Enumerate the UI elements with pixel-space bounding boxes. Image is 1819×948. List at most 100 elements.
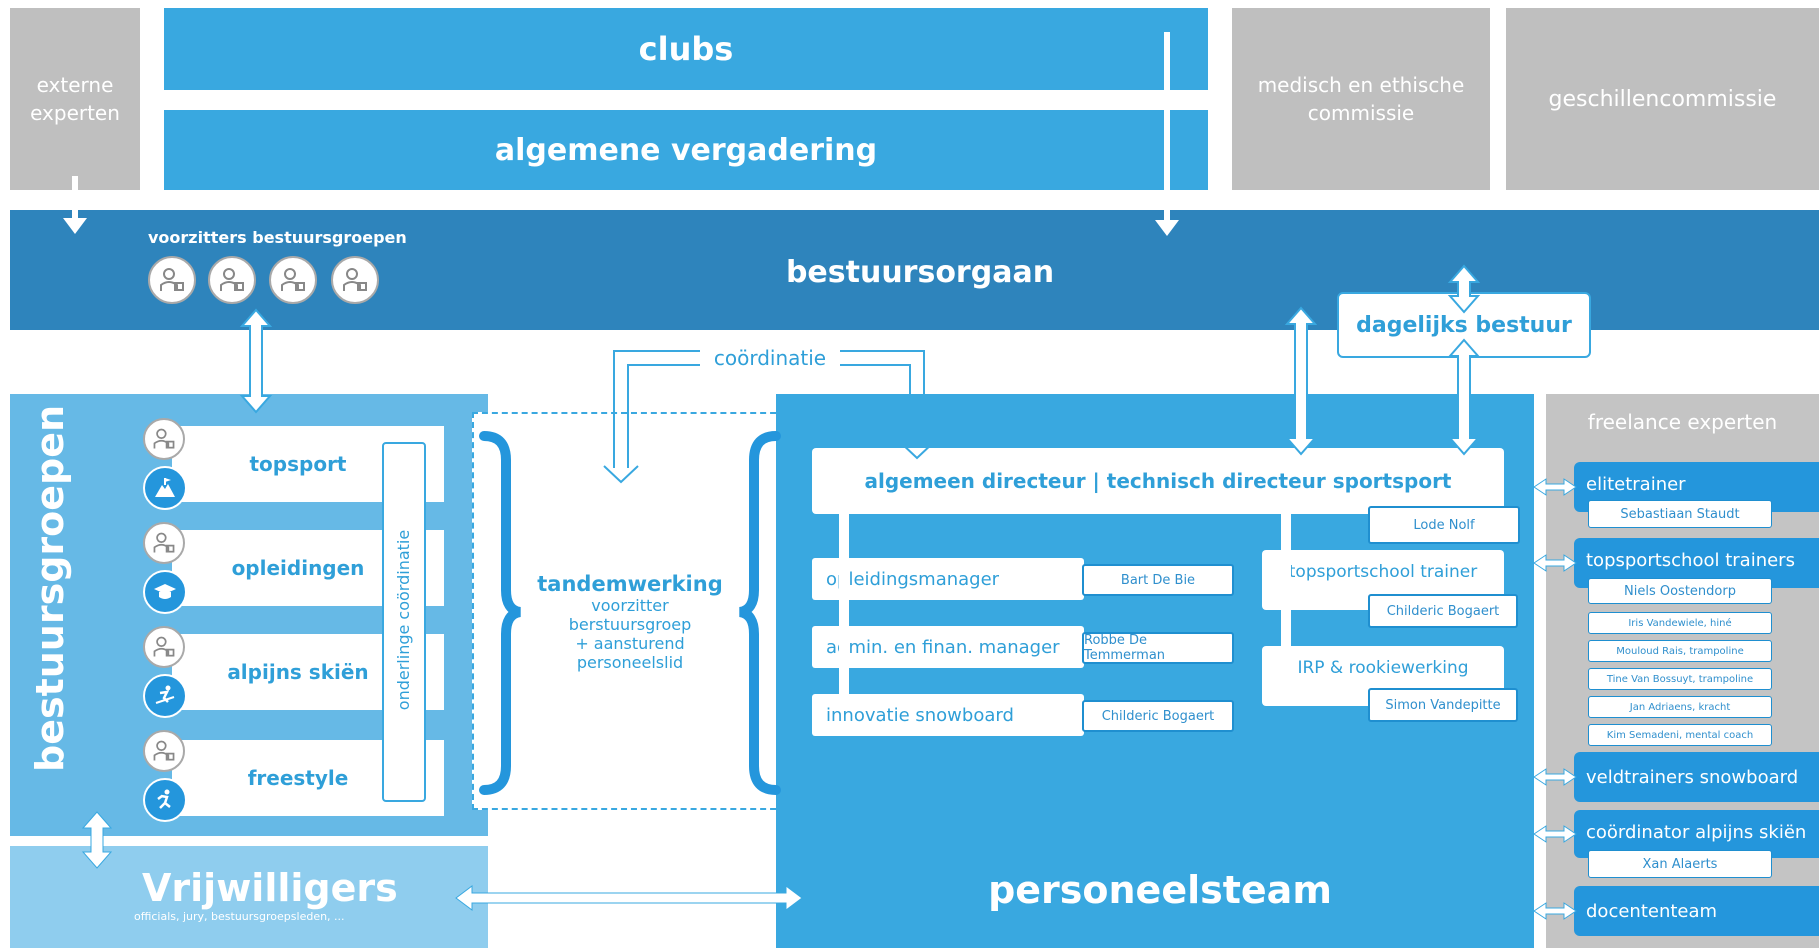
medisch-commissie-box: medisch en ethische commissie	[1232, 8, 1490, 190]
coordinatie-connector	[603, 350, 935, 484]
algemene-vergadering-label: algemene vergadering	[494, 132, 878, 168]
tandem-line3: + aansturend	[575, 634, 685, 653]
director-box: algemeen directeur | technisch directeur…	[812, 448, 1504, 514]
vrijwilligers-title: Vrijwilligers	[142, 866, 398, 910]
arrow-dagelijks-top	[1447, 264, 1481, 314]
person-icon	[143, 730, 185, 772]
group-topsport-label: topsport	[249, 452, 347, 476]
geschillencommissie-label: geschillencommissie	[1548, 86, 1777, 112]
geschillencommissie-box: geschillencommissie	[1506, 8, 1819, 190]
role-name: Childeric Bogaert	[1386, 603, 1500, 619]
role-name: Bart De Bie	[1120, 572, 1196, 588]
role-innovatie-snowboard: innovatie snowboard	[812, 694, 1084, 736]
arrow-bestuursorgaan-director	[1284, 306, 1318, 456]
freelance-arrows	[1533, 478, 1577, 920]
tandem-line2: berstuursgroep	[568, 615, 692, 634]
role-label: admin. en finan. manager	[826, 636, 1060, 658]
vrijwilligers-panel	[10, 846, 488, 948]
bestuursorgaan-title: bestuursorgaan	[700, 250, 1140, 294]
ext-name: Xan Alaerts	[1642, 856, 1718, 872]
person-icon	[143, 626, 185, 668]
arrow-externe-down	[63, 176, 87, 234]
ext-name: Kim Semadeni, mental coach	[1606, 729, 1754, 741]
role-name: Simon Vandepitte	[1385, 697, 1501, 713]
group-opleidingen-label: opleidingen	[231, 556, 365, 580]
arrow-dagelijks-director	[1447, 338, 1481, 456]
ext-label: coördinator alpijns skiën	[1586, 822, 1807, 843]
ext-name: Niels Oostendorp	[1624, 583, 1736, 599]
ext-name-box: Kim Semadeni, mental coach	[1588, 724, 1772, 746]
freelance-title-label: freelance experten	[1587, 410, 1778, 434]
onderlinge-coordinatie-box	[382, 442, 426, 802]
ext-name: Iris Vandewiele, hiné	[1628, 617, 1732, 629]
externe-experten-label: externe experten	[30, 73, 120, 125]
tandem-text: tandemwerking voorzitter berstuursgroep …	[520, 572, 740, 672]
freelance-title: freelance experten	[1546, 404, 1819, 440]
ext-name: Mouloud Rais, trampoline	[1616, 645, 1744, 657]
algemene-vergadering-box: algemene vergadering	[164, 110, 1208, 190]
role-name: Childeric Bogaert	[1101, 708, 1215, 724]
clubs-box: clubs	[164, 8, 1208, 90]
director-name-box: Lode Nolf	[1368, 506, 1520, 544]
ext-label: veldtrainers snowboard	[1586, 766, 1799, 788]
personeelsteam-label: personeelsteam	[988, 868, 1332, 912]
voorzitter-person-icon	[208, 256, 256, 304]
ext-name-box: Jan Adriaens, kracht	[1588, 696, 1772, 718]
ext-label: topsportschool trainers	[1586, 550, 1795, 571]
role-admin-finan-manager: admin. en finan. manager	[812, 626, 1084, 668]
role-name-box: Bart De Bie	[1082, 564, 1234, 596]
bestuursorgaan-label: bestuursorgaan	[785, 254, 1055, 290]
personeelsteam-title: personeelsteam	[980, 862, 1340, 918]
role-name-box: Robbe De Temmerman	[1082, 632, 1234, 664]
ext-name-box: Niels Oostendorp	[1588, 578, 1772, 604]
group-alpijns-skien-label: alpijns skiën	[227, 660, 369, 684]
person-icon	[143, 522, 185, 564]
dagelijks-bestuur-label: dagelijks bestuur	[1356, 312, 1572, 338]
tandem-line1: voorzitter	[591, 596, 669, 615]
ext-name: Sebastiaan Staudt	[1620, 506, 1740, 522]
role-name-box: Simon Vandepitte	[1368, 688, 1518, 722]
voorzitter-person-icon	[269, 256, 317, 304]
voorzitter-person-icon	[148, 256, 196, 304]
ext-veldtrainers-snowboard: veldtrainers snowboard	[1574, 752, 1819, 802]
ext-label: elitetrainer	[1586, 474, 1686, 495]
ext-name: Jan Adriaens, kracht	[1629, 701, 1731, 713]
role-label: innovatie snowboard	[826, 704, 1014, 726]
arrow-voorzitters-bestuursgroepen	[239, 308, 273, 414]
ext-name-box: Xan Alaerts	[1588, 850, 1772, 878]
director-name: Lode Nolf	[1413, 517, 1475, 533]
tandem-box	[472, 412, 786, 810]
mountain-flag-icon	[143, 466, 187, 510]
group-freestyle-label: freestyle	[247, 766, 349, 790]
arrow-vrijwilligers-personeel	[455, 885, 803, 911]
coordinatie-label: coördinatie	[700, 344, 840, 372]
tandem-bracket-left	[479, 431, 522, 795]
externe-experten-box: externe experten	[10, 8, 140, 190]
freestyle-jumper-icon	[143, 778, 187, 822]
role-label: opleidingsmanager	[826, 568, 1000, 590]
person-icon	[143, 418, 185, 460]
role-label: topsportschool trainer	[1288, 562, 1478, 582]
ext-name-box: Sebastiaan Staudt	[1588, 500, 1772, 528]
arrow-groepen-vrijwilligers	[81, 811, 113, 869]
role-name-box: Childeric Bogaert	[1082, 700, 1234, 732]
ext-label: docententeam	[1586, 900, 1718, 922]
ext-name-box: Mouloud Rais, trampoline	[1588, 640, 1772, 662]
tandem-bracket-right	[738, 431, 781, 795]
role-name-box: Childeric Bogaert	[1368, 594, 1518, 628]
voorzitters-label: voorzitters bestuursgroepen	[148, 228, 407, 247]
ext-docententeam: docententeam	[1574, 886, 1819, 936]
ext-name-box: Iris Vandewiele, hiné	[1588, 612, 1772, 634]
arrow-clubs-down	[1155, 32, 1179, 236]
role-opleidingsmanager: opleidingsmanager	[812, 558, 1084, 600]
voorzitter-person-icon	[331, 256, 379, 304]
role-label: IRP & rookiewerking	[1297, 658, 1469, 678]
ext-name-box: Tine Van Bossuyt, trampoline	[1588, 668, 1772, 690]
skier-icon	[143, 674, 187, 718]
tandem-line4: personeelslid	[576, 653, 684, 672]
medisch-commissie-label: medisch en ethische commissie	[1257, 73, 1465, 125]
vrijwilligers-subtitle: officials, jury, bestuursgroepsleden, ..…	[134, 910, 345, 923]
graduation-cap-icon	[143, 570, 187, 614]
personeel-tree-lines	[839, 512, 1291, 700]
